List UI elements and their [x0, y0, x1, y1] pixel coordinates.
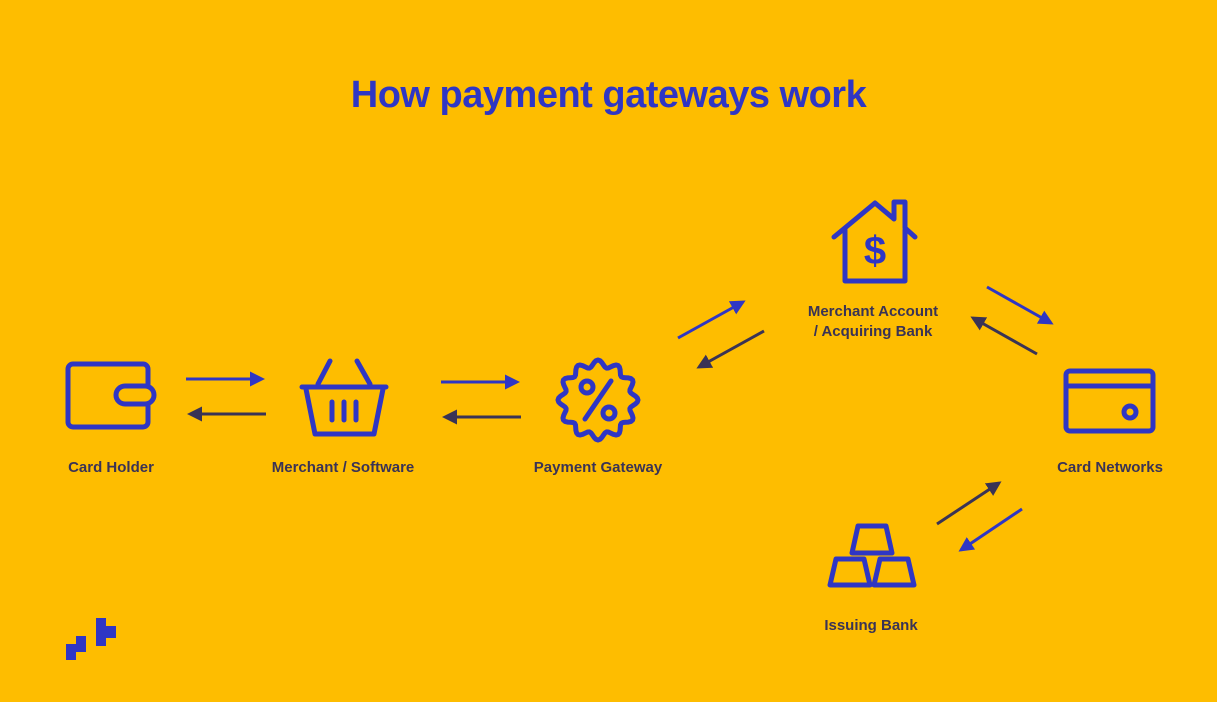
- arrow-gateway-to-acquiring: [677, 300, 746, 340]
- arrow-issuing-to-networks: [936, 481, 1002, 526]
- credit-card-icon: [1063, 368, 1156, 434]
- diagram-title: How payment gateways work: [350, 74, 867, 116]
- bank-house-dollar-icon: $: [831, 199, 918, 284]
- label-merchant-software: Merchant / Software: [271, 459, 415, 476]
- svg-text:$: $: [864, 229, 886, 273]
- label-card-holder: Card Holder: [68, 459, 154, 476]
- shopping-basket-icon: [299, 358, 389, 437]
- gold-bars-icon: [827, 523, 917, 588]
- arrow-acquiring-to-networks: [986, 285, 1054, 325]
- label-acquiring-bank-line2: / Acquiring Bank: [813, 323, 933, 340]
- label-payment-gateway: Payment Gateway: [533, 459, 663, 476]
- arrow-networks-to-acquiring: [970, 316, 1038, 356]
- label-card-networks: Card Networks: [1057, 459, 1163, 476]
- brand-logo-icon: [66, 618, 116, 660]
- label-acquiring-bank-line1: Merchant Account: [807, 303, 939, 320]
- percent-badge-icon: [555, 357, 641, 443]
- arrow-networks-to-issuing: [958, 507, 1023, 552]
- arrow-acquiring-to-gateway: [696, 329, 765, 369]
- wallet-icon: [65, 361, 157, 430]
- label-issuing-bank: Issuing Bank: [824, 617, 918, 634]
